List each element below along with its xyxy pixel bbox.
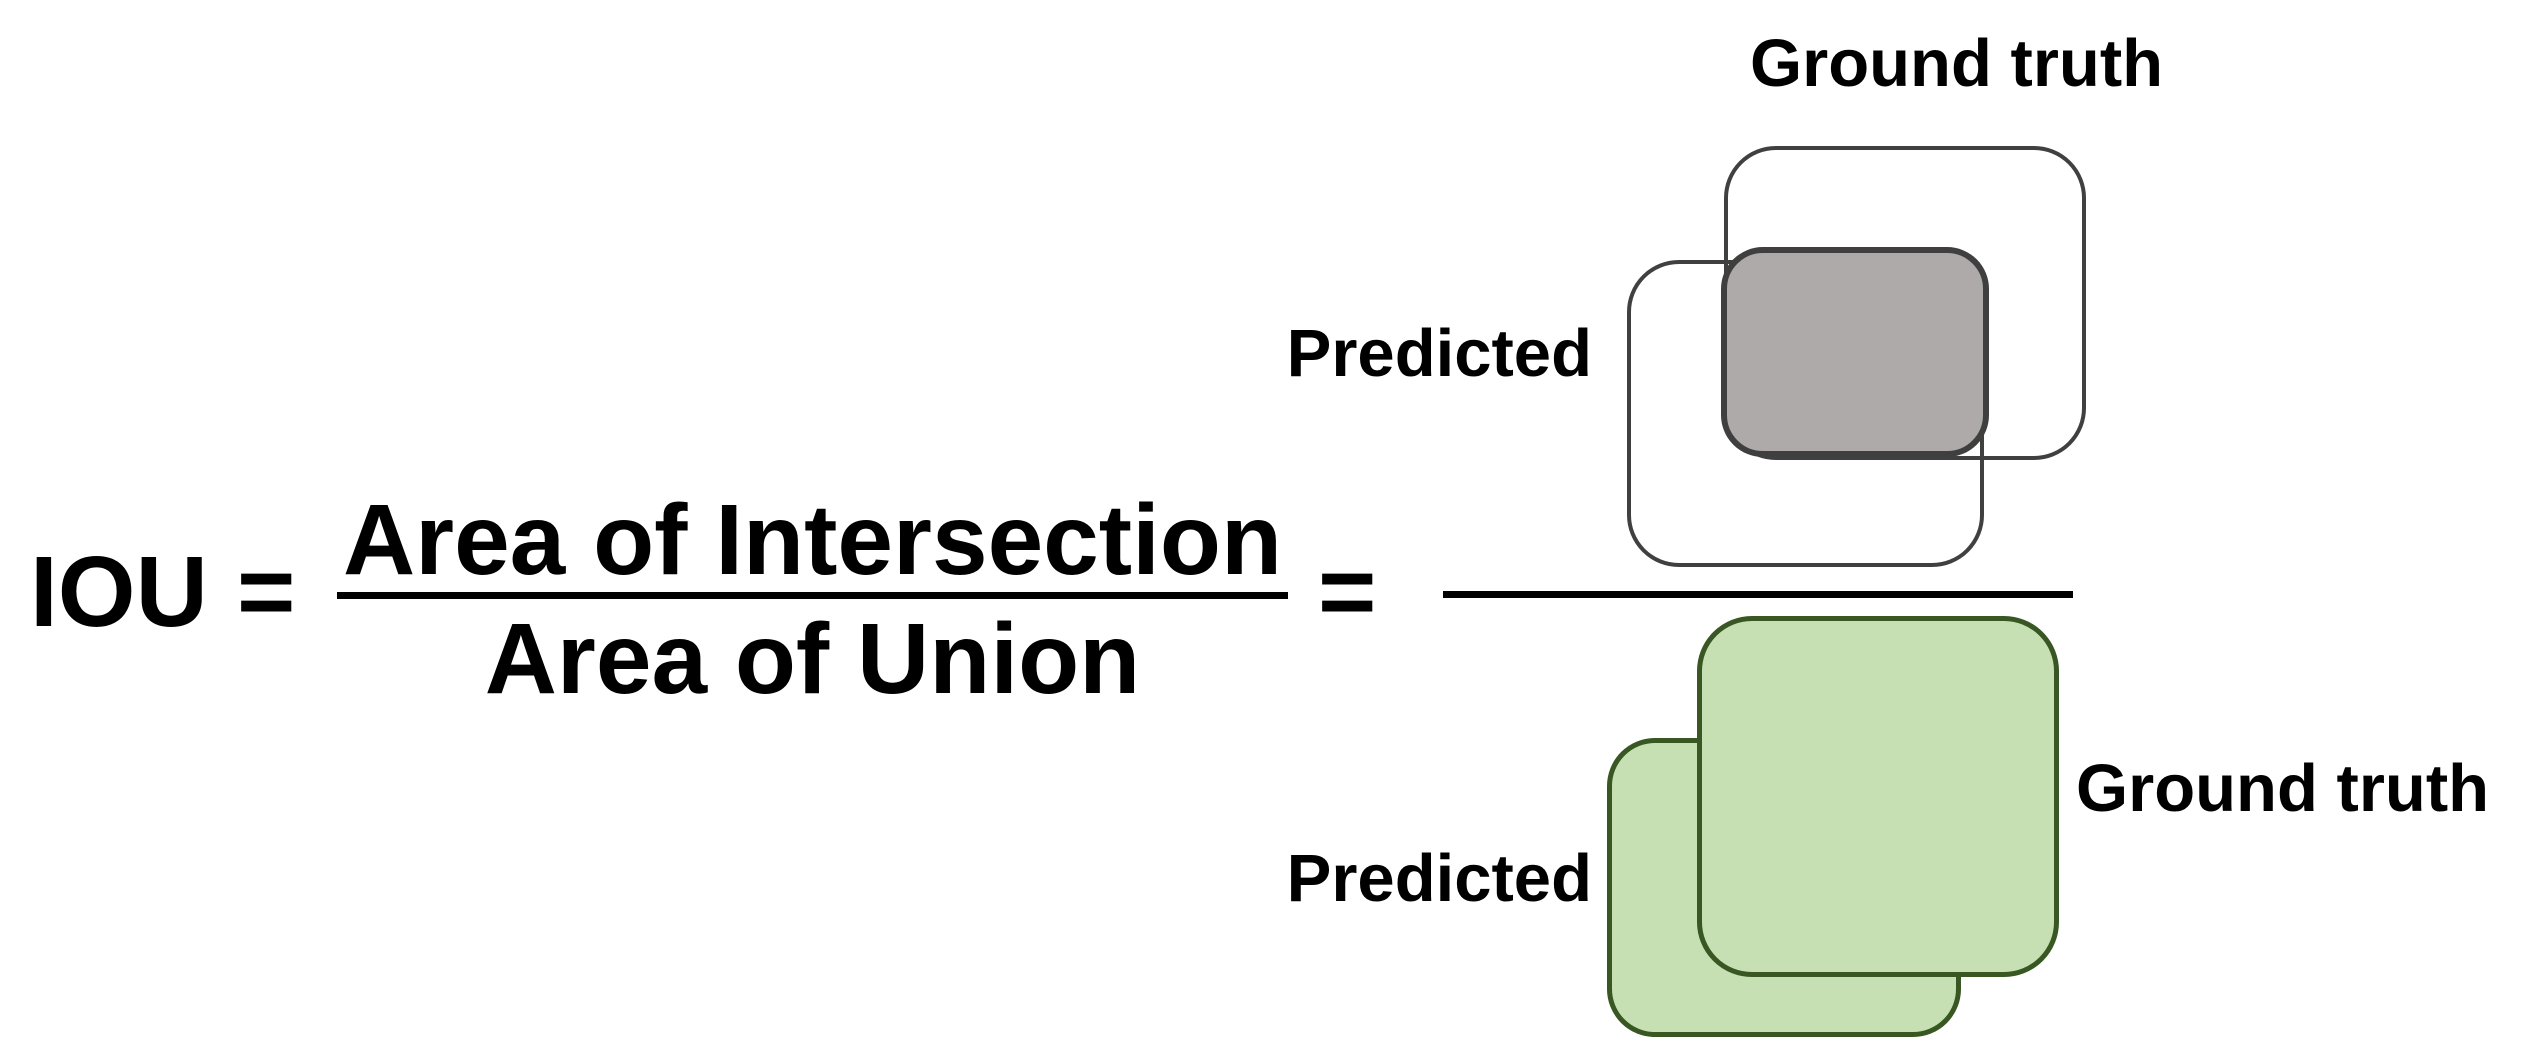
fraction-bar-left [337,592,1288,599]
numerator-ground-truth-label: Ground truth [1750,26,2164,101]
iou-label: IOU [30,536,208,648]
fraction-bar-right [1443,591,2073,598]
equals-sign-1: = [237,536,296,648]
intersection-region [1721,247,1989,457]
denominator-ground-truth-label: Ground truth [2076,751,2490,826]
numerator-predicted-label: Predicted [1286,316,1592,391]
fraction-denominator-text: Area of Union [484,603,1141,715]
denominator-ground-truth-box [1697,616,2059,977]
fraction-numerator-text: Area of Intersection [342,484,1283,596]
equals-sign-2: = [1318,536,1377,648]
denominator-predicted-label: Predicted [1286,841,1592,916]
